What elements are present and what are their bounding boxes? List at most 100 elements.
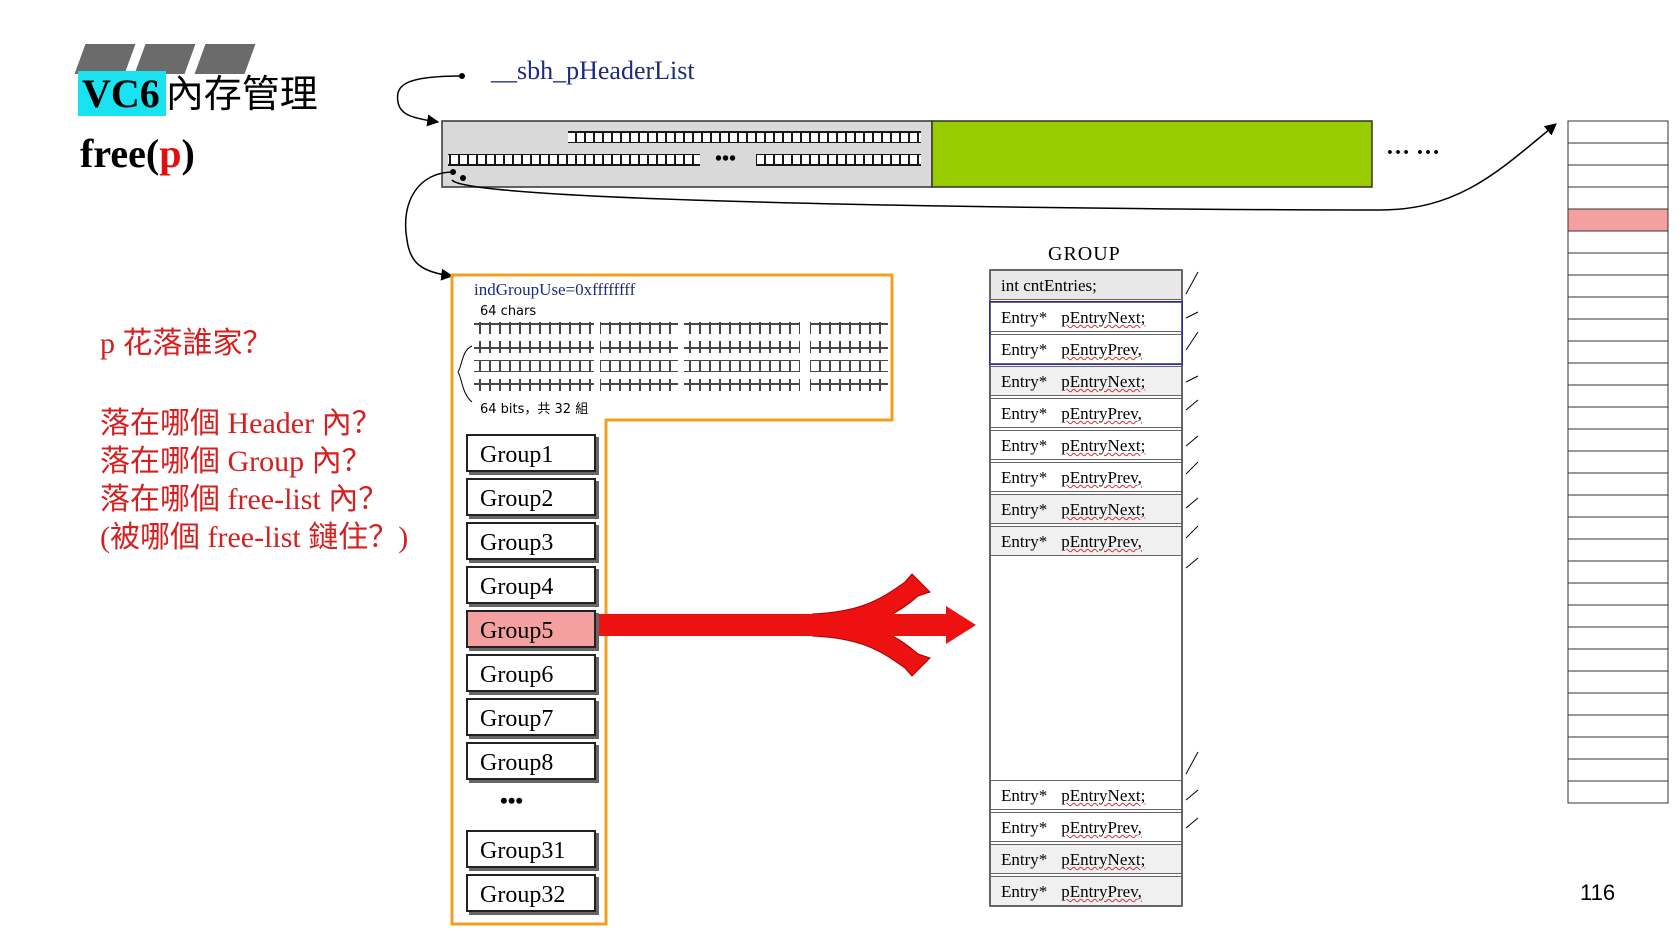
- region-outline: [450, 273, 894, 926]
- entry-top-5: Entry*pEntryNext;: [990, 430, 1182, 460]
- free-list-slot: [1567, 142, 1669, 166]
- entry-name: pEntryPrev,: [1061, 532, 1142, 551]
- entry-name: pEntryPrev,: [1061, 404, 1142, 423]
- question-4: 落在哪個 free-list 內？: [100, 483, 389, 516]
- question-1: p 花落誰家？: [100, 327, 273, 360]
- free-list-slot: [1567, 692, 1669, 716]
- free-list-slot: [1567, 450, 1669, 474]
- bits-label: 64 bits，共 32 組: [480, 402, 589, 417]
- header-list-label: __sbh_pHeaderList: [491, 56, 695, 85]
- entry-name: pEntryNext;: [1061, 308, 1146, 327]
- entry-top-7: Entry* pEntryNext;: [990, 494, 1182, 524]
- entry-name: pEntryPrev,: [1061, 468, 1142, 487]
- question-3: 落在哪個 Group 內？: [100, 445, 372, 478]
- page-title-highlight: VC6: [78, 71, 166, 116]
- header-list-pointer-arrow: [396, 73, 465, 127]
- entry-type: Entry*: [1001, 340, 1048, 359]
- page-subtitle: free(p): [80, 130, 195, 177]
- header-cells-ellipsis: •••: [715, 148, 737, 170]
- bit-map-grid: [457, 322, 888, 403]
- entry-bottom-4: Entry* pEntryPrev,: [990, 876, 1182, 906]
- subtitle-prefix: free(: [80, 131, 160, 176]
- entry-type: Entry*: [1001, 372, 1048, 391]
- question-5: (被哪個 free-list 鏈住？): [100, 521, 409, 554]
- entry-bottom-1: Entry* pEntryNext;: [990, 780, 1182, 810]
- entry-top-8: Entry* pEntryPrev,: [990, 526, 1182, 556]
- entry-name: pEntryNext;: [1061, 850, 1146, 869]
- free-list-slot: [1567, 340, 1669, 364]
- cnt-entries-field: int cntEntries;: [990, 270, 1182, 300]
- subtitle-p: p: [159, 131, 182, 176]
- entry-type: Entry*: [1001, 436, 1048, 455]
- ind-group-use-label: indGroupUse=0xffffffff: [474, 280, 636, 299]
- entry-link-arrows: [1185, 271, 1199, 829]
- entry-top-4: Entry* pEntryPrev,: [990, 398, 1182, 428]
- header-bar: [441, 120, 1373, 188]
- entry-name: pEntryPrev,: [1061, 882, 1142, 901]
- free-list-slot: [1567, 780, 1669, 804]
- entry-bottom-2: Entry* pEntryPrev,: [990, 812, 1182, 842]
- free-list-slot: [1567, 560, 1669, 584]
- entry-type: Entry*: [1001, 882, 1048, 901]
- free-list-slot: [1567, 164, 1669, 188]
- free-list-slot: [1567, 428, 1669, 452]
- groups-ellipsis: •••: [500, 788, 524, 813]
- entry-type: Entry*: [1001, 404, 1048, 423]
- entry-name: pEntryNext;: [1061, 500, 1146, 519]
- free-list-slot: [1567, 472, 1669, 496]
- free-list-slot: [1567, 582, 1669, 606]
- free-list-slot: [1567, 406, 1669, 430]
- group-box-4: Group4: [466, 566, 596, 604]
- free-list-slot: [1567, 736, 1669, 760]
- group-box-1: Group1: [466, 434, 596, 472]
- free-list-slot: [1567, 626, 1669, 650]
- group-box-7: Group7: [466, 698, 596, 736]
- chars-label: 64 chars: [480, 304, 537, 319]
- free-list-slot: [1567, 714, 1669, 738]
- free-list-slot: [1567, 120, 1669, 144]
- free-list-slot: [1567, 648, 1669, 672]
- free-list-slot: [1567, 516, 1669, 540]
- entry-type: Entry*: [1001, 850, 1048, 869]
- free-list-slot: [1567, 230, 1669, 254]
- group-box-3: Group3: [466, 522, 596, 560]
- group5-red-arrow: [582, 573, 976, 677]
- entry-type: Entry*: [1001, 500, 1048, 519]
- free-list-slot-highlighted: [1567, 208, 1669, 232]
- free-list-slot: [1567, 186, 1669, 210]
- question-2: 落在哪個 Header 內？: [100, 407, 382, 440]
- entry-top-3: Entry* pEntryNext;: [990, 366, 1182, 396]
- group-box-32: Group32: [466, 874, 596, 912]
- page-number: 116: [1580, 880, 1616, 905]
- header-to-groups-arrow: [404, 169, 466, 281]
- free-list-slot: [1567, 494, 1669, 518]
- entry-type: Entry*: [1001, 786, 1048, 805]
- entry-bottom-3: Entry* pEntryNext;: [990, 844, 1182, 874]
- entry-name: pEntryPrev,: [1061, 818, 1142, 837]
- group-box-8: Group8: [466, 742, 596, 780]
- group-struct-title: GROUP: [1048, 243, 1121, 265]
- entry-name: pEntryNext;: [1061, 372, 1146, 391]
- free-list-slot: [1567, 274, 1669, 298]
- free-list-slot: [1567, 758, 1669, 782]
- entry-type: Entry*: [1001, 532, 1048, 551]
- entry-top-1: Entry*pEntryNext;: [990, 302, 1182, 332]
- group-box-2: Group2: [466, 478, 596, 516]
- page-title-rest: 內存管理: [165, 72, 318, 116]
- group-box-31: Group31: [466, 830, 596, 868]
- entry-type: Entry*: [1001, 818, 1048, 837]
- free-list-slot: [1567, 384, 1669, 408]
- entry-name: pEntryNext;: [1061, 786, 1146, 805]
- free-list-column: [1567, 120, 1669, 804]
- entry-type: Entry*: [1001, 468, 1048, 487]
- free-list-slot: [1567, 252, 1669, 276]
- free-list-slot: [1567, 296, 1669, 320]
- free-list-slot: [1567, 538, 1669, 562]
- free-list-slot: [1567, 362, 1669, 386]
- subtitle-suffix: ): [181, 131, 195, 176]
- free-list-slot: [1567, 318, 1669, 342]
- header-to-region-arrow: [451, 123, 1557, 211]
- group-box-5: Group5: [466, 610, 596, 648]
